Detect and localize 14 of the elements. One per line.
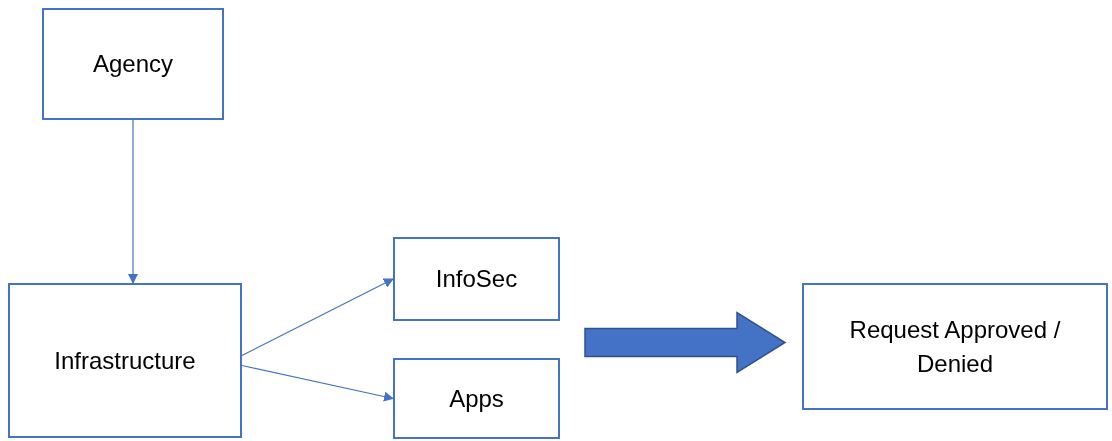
process-box [8,283,242,438]
process-box [393,358,560,439]
process-box [393,237,560,321]
block-arrow [584,311,787,374]
arrow [241,364,394,402]
box-label: InfoSec [434,264,519,295]
process-box [802,283,1108,410]
box-label: Infrastructure [53,345,197,376]
box-label: Agency [91,49,175,80]
process-box [42,8,224,120]
arrow [241,278,394,357]
arrow [128,119,138,284]
box-label: Request Approved / Denied [848,314,1062,379]
box-label: Apps [448,383,505,414]
